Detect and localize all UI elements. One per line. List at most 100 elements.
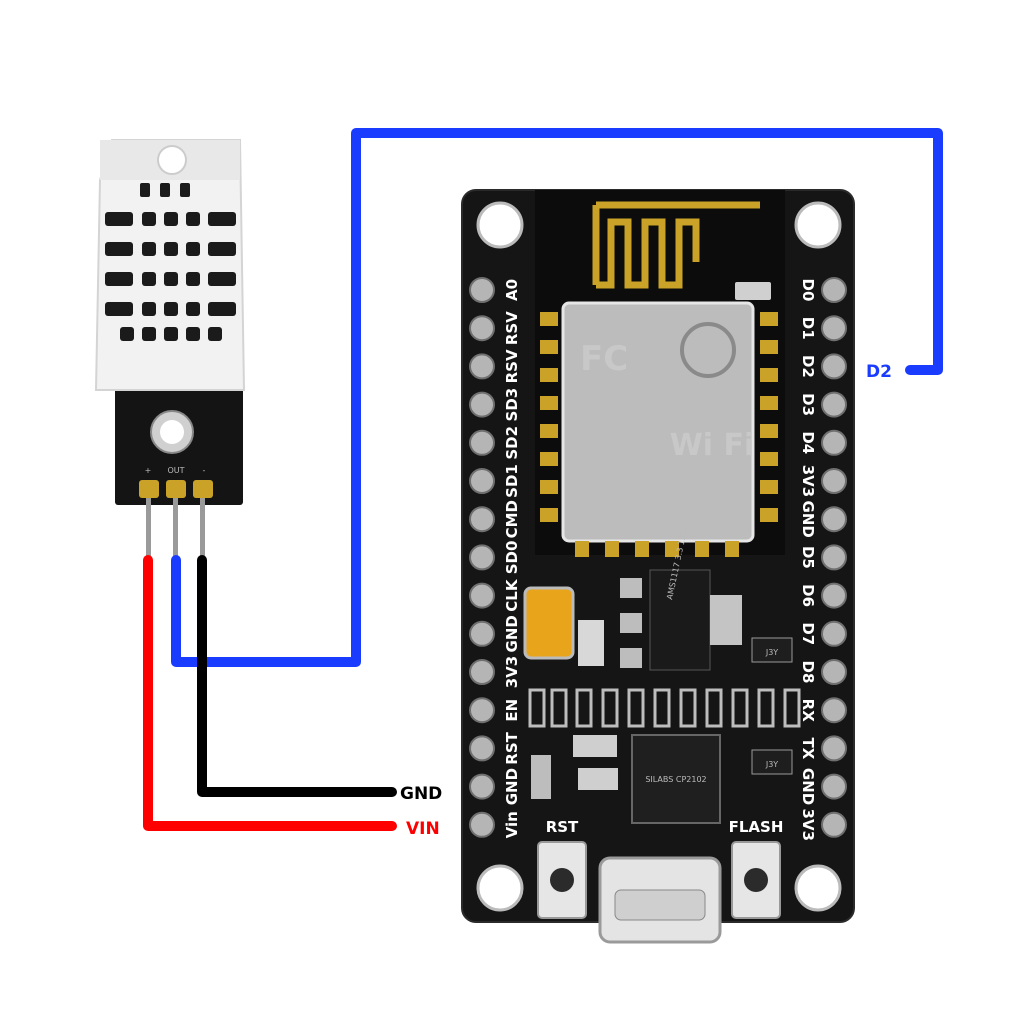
header-pin-right-15: [821, 811, 847, 838]
rst-button-label: RST: [546, 818, 579, 836]
esp-shield: [561, 301, 755, 543]
sensor-pad-minus: [193, 480, 213, 498]
pin-label-right-3: D2: [799, 355, 817, 378]
pin-label-left-7: CMD: [503, 500, 521, 538]
header-pin-left-8: [469, 544, 495, 571]
usb-serial-chip: [631, 734, 721, 824]
wire-data: [171, 128, 943, 667]
pin-label-right-8: D5: [799, 546, 817, 569]
wire-vin: [143, 555, 397, 831]
header-pin-left-12: [469, 697, 495, 724]
header-pin-left-1: [469, 277, 495, 303]
flash-button-label: FLASH: [729, 818, 784, 836]
header-pin-right-2: [821, 315, 847, 342]
sensor-top-hole: [157, 145, 187, 175]
tantalum-capacitor: [523, 586, 575, 660]
header-pin-left-2: [469, 315, 495, 342]
header-pin-right-14: [821, 773, 847, 800]
mount-hole-br: [794, 864, 842, 912]
pin-label-right-15: 3V3: [799, 809, 817, 841]
pin-label-right-10: D7: [799, 622, 817, 645]
pin-label-left-8: SD0: [503, 541, 521, 575]
dht22-sensor: + OUT -: [94, 139, 246, 560]
transistor-bottom: [751, 749, 793, 775]
transistor-bottom-text: J3Y: [765, 760, 778, 769]
pcb-antenna: [592, 201, 760, 289]
wires: D2 GND VIN: [143, 128, 943, 839]
header-pin-right-8: [821, 544, 847, 571]
esp-pads: [540, 312, 778, 557]
sensor-pin-plus: [146, 498, 151, 560]
pin-label-left-9: CLK: [503, 578, 521, 612]
header-pin-left-3: [469, 353, 495, 380]
header-pin-left-9: [469, 582, 495, 609]
header-pin-left-7: [469, 506, 495, 533]
pin-label-left-10: GND: [503, 615, 521, 652]
pin-label-right-2: D1: [799, 317, 817, 340]
header-pin-right-3: [821, 353, 847, 380]
sensor-pin-plus-label: +: [145, 466, 152, 475]
pin-label-right-14: GND: [799, 768, 817, 805]
sensor-pin-out: [173, 498, 178, 560]
sensor-pad-out: [166, 480, 186, 498]
pin-label-right-13: TX: [799, 738, 817, 760]
wire-gnd-label: GND: [400, 784, 442, 804]
pin-label-left-4: SD3: [503, 388, 521, 422]
fc-mark: FC: [580, 339, 628, 379]
transistor-top: [751, 637, 793, 663]
pin-label-right-7: GND: [799, 501, 817, 538]
pin-label-right-12: RX: [799, 699, 817, 723]
header-pin-right-9: [821, 582, 847, 609]
pin-label-left-14: GND: [503, 768, 521, 805]
sensor-pin-minus: [200, 498, 205, 560]
pin-label-left-3: RSV: [503, 349, 521, 383]
pin-label-left-6: SD1: [503, 464, 521, 498]
pin-label-right-6: 3V3: [799, 465, 817, 497]
header-pin-right-1: [821, 277, 847, 303]
header-pin-right-6: [821, 468, 847, 494]
header-pin-right-12: [821, 697, 847, 724]
pin-label-right-1: D0: [799, 279, 817, 302]
pin-label-left-11: 3V3: [503, 656, 521, 688]
wire-gnd: [197, 555, 397, 797]
header-pin-right-10: [821, 620, 847, 647]
smd-resistor-row: [528, 688, 801, 728]
wire-data-label: D2: [866, 362, 892, 382]
pin-label-left-5: SD2: [503, 426, 521, 460]
pin-label-left-13: RST: [503, 731, 521, 764]
nodemcu-board: FC Wi Fi AMS1117 3.3 1552 J3Y J3Y SILABS…: [461, 189, 855, 944]
pin-label-right-9: D6: [799, 584, 817, 607]
header-pin-left-4: [469, 391, 495, 418]
header-pin-left-10: [469, 620, 495, 647]
pin-label-right-5: D4: [799, 431, 817, 454]
header-pin-right-11: [821, 659, 847, 685]
sensor-pin-out-label: OUT: [167, 466, 184, 475]
transistor-top-text: J3Y: [765, 648, 778, 657]
voltage-regulator: [649, 569, 711, 671]
pin-label-left-2: RSV: [503, 311, 521, 345]
mount-hole-tl: [476, 201, 524, 249]
header-pin-right-4: [821, 391, 847, 418]
usb-chip-text: SILABS CP2102: [645, 775, 706, 784]
header-pin-left-13: [469, 735, 495, 762]
module-brand: Wi Fi: [670, 428, 755, 463]
mount-hole-bl: [476, 864, 524, 912]
header-pin-right-7: [821, 506, 847, 533]
pin-label-right-4: D3: [799, 393, 817, 416]
header-pin-right-13: [821, 735, 847, 762]
header-pin-right-5: [821, 429, 847, 456]
pin-label-left-15: Vin: [503, 811, 521, 838]
pin-label-left-12: EN: [503, 699, 521, 722]
header-pin-left-15: [469, 811, 495, 838]
sensor-vent-grille: [105, 183, 236, 341]
sensor-pin-minus-label: -: [203, 466, 206, 475]
header-pin-left-6: [469, 468, 495, 494]
wire-vin-label: VIN: [406, 819, 440, 839]
mount-hole-tr: [794, 201, 842, 249]
header-pin-left-5: [469, 429, 495, 456]
pin-label-left-1: A0: [503, 279, 521, 301]
header-pin-left-11: [469, 659, 495, 685]
